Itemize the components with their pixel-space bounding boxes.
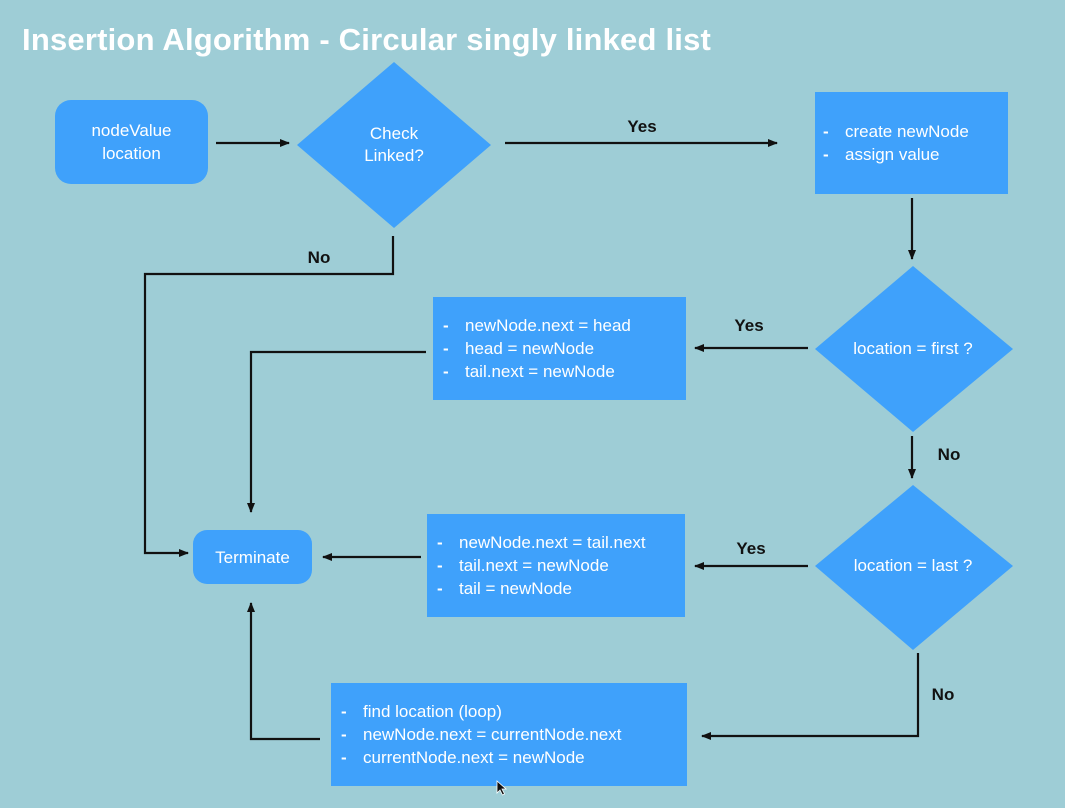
input-node-line1: nodeValue xyxy=(91,121,172,140)
insert-first-item-text: tail.next = newNode xyxy=(465,362,615,381)
insert-first-item-text: head = newNode xyxy=(465,339,595,358)
insert-first-item-text: newNode.next = head xyxy=(465,316,631,335)
bullet-dash: - xyxy=(823,122,829,141)
insert-last-item: -newNode.next = tail.next xyxy=(437,531,677,554)
create-node-item: -create newNode xyxy=(823,120,1000,143)
create-node-item-text: assign value xyxy=(845,145,940,164)
arrow-check-no xyxy=(143,236,395,557)
edge-label-last-yes: Yes xyxy=(736,539,766,558)
location-last-diamond xyxy=(815,485,1013,650)
insert-first-item: -newNode.next = head xyxy=(443,314,678,337)
insert-middle-item-text: currentNode.next = newNode xyxy=(363,748,585,767)
insert-middle-item-text: newNode.next = currentNode.next xyxy=(363,725,622,744)
insert-middle-box: -find location (loop) -newNode.next = cu… xyxy=(331,683,687,786)
terminate-node: Terminate xyxy=(193,530,312,584)
insert-first-box: -newNode.next = head -head = newNode -ta… xyxy=(433,297,686,400)
bullet-dash: - xyxy=(437,533,443,552)
insert-middle-item: -currentNode.next = newNode xyxy=(341,746,679,769)
insert-middle-item: -newNode.next = currentNode.next xyxy=(341,723,679,746)
bullet-dash: - xyxy=(341,748,347,767)
arrow-first-box-to-terminate xyxy=(247,350,426,513)
input-node: nodeValue location xyxy=(55,100,208,184)
input-node-line2: location xyxy=(102,144,161,163)
insert-middle-item-text: find location (loop) xyxy=(363,702,502,721)
bullet-dash: - xyxy=(341,702,347,721)
bullet-dash: - xyxy=(443,362,449,381)
check-linked-diamond xyxy=(297,62,491,228)
insert-last-item-text: newNode.next = tail.next xyxy=(459,533,646,552)
bullet-dash: - xyxy=(443,316,449,335)
create-node-item-text: create newNode xyxy=(845,122,969,141)
mouse-cursor-icon xyxy=(496,780,508,796)
insert-middle-item: -find location (loop) xyxy=(341,700,679,723)
bullet-dash: - xyxy=(341,725,347,744)
create-node-item: -assign value xyxy=(823,143,1000,166)
edge-label-check-no: No xyxy=(307,248,331,267)
location-first-label: location = first ? xyxy=(853,339,973,358)
bullet-dash: - xyxy=(437,556,443,575)
edge-label-last-no: No xyxy=(931,685,955,704)
edge-label-first-yes: Yes xyxy=(734,316,764,335)
insert-last-item: -tail.next = newNode xyxy=(437,554,677,577)
bullet-dash: - xyxy=(823,145,829,164)
insert-last-item-text: tail = newNode xyxy=(459,579,572,598)
arrow-last-no xyxy=(701,653,920,740)
insert-first-item: -head = newNode xyxy=(443,337,678,360)
check-linked-label: Check Linked? xyxy=(364,123,424,167)
arrow-middle-to-terminate xyxy=(247,602,320,741)
insert-last-item: -tail = newNode xyxy=(437,577,677,600)
check-linked-line2: Linked? xyxy=(364,146,424,165)
check-linked-line1: Check xyxy=(369,124,419,143)
diagram-title: Insertion Algorithm - Circular singly li… xyxy=(22,22,712,57)
insert-first-item: -tail.next = newNode xyxy=(443,360,678,383)
edge-label-check-yes: Yes xyxy=(627,117,657,136)
location-last-label: location = last ? xyxy=(853,556,973,575)
bullet-dash: - xyxy=(443,339,449,358)
location-first-diamond xyxy=(815,266,1013,432)
insert-last-box: -newNode.next = tail.next -tail.next = n… xyxy=(427,514,685,617)
bullet-dash: - xyxy=(437,579,443,598)
edge-label-first-no: No xyxy=(937,445,961,464)
create-node-box: -create newNode -assign value xyxy=(815,92,1008,194)
insert-last-item-text: tail.next = newNode xyxy=(459,556,609,575)
